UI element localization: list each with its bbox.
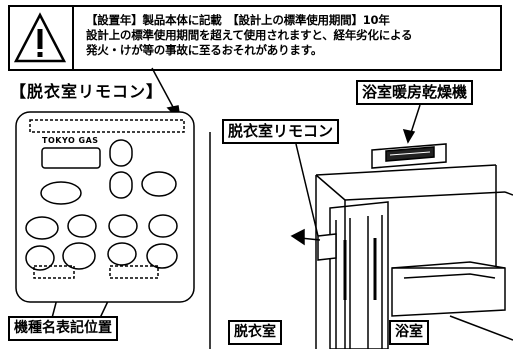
room-outline bbox=[209, 132, 513, 349]
bathroom-dryer-unit bbox=[371, 143, 447, 169]
warning-line-2: 設計上の標準使用期間を超えて使用されますと、経年劣化による bbox=[86, 28, 413, 42]
bathroom-dryer-label: 浴室暖房乾燥機 bbox=[356, 80, 474, 105]
remote-location-label: 脱衣室リモコン bbox=[222, 119, 340, 144]
warning-text: 【設置年】製品本体に記載 【設計上の標準使用期間】10年 設計上の標準使用期間を… bbox=[86, 13, 496, 58]
bathtub bbox=[391, 261, 513, 341]
warning-line-3: 発火・けが等の事故に至るおそれがあります。 bbox=[86, 43, 323, 57]
remote-controller bbox=[15, 111, 195, 303]
warning-line-1: 【設置年】製品本体に記載 【設計上の標準使用期間】10年 bbox=[86, 13, 390, 27]
remote-title-label: 【脱衣室リモコン】 bbox=[10, 82, 164, 101]
warning-box: 【設置年】製品本体に記載 【設計上の標準使用期間】10年 設計上の標準使用期間を… bbox=[8, 5, 502, 71]
wall-remote bbox=[317, 233, 337, 261]
model-name-position-label: 機種名表記位置 bbox=[8, 316, 118, 341]
changing-room-label: 脱衣室 bbox=[228, 320, 282, 345]
warning-divider bbox=[72, 7, 74, 69]
warning-triangle-icon bbox=[13, 12, 67, 63]
bathroom-label: 浴室 bbox=[389, 320, 429, 345]
door bbox=[329, 201, 389, 349]
remote-brand-label: TOKYO GAS bbox=[42, 136, 99, 145]
